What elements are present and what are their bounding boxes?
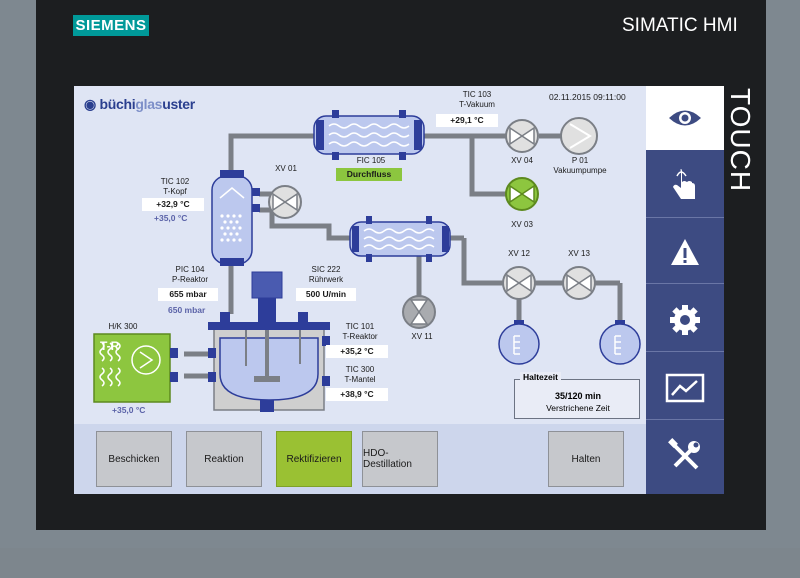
tic101-value[interactable]: +35,2 °C	[326, 345, 388, 358]
valve-xv11[interactable]	[402, 295, 436, 329]
xv12-tag: XV 12	[508, 249, 530, 258]
receiver-flask-2	[599, 320, 641, 365]
tic101-name: T-Reaktor	[342, 332, 378, 341]
pic104-name: P-Reaktor	[171, 275, 208, 284]
sic222-value[interactable]: 500 U/min	[296, 288, 356, 301]
sidebar-item-settings[interactable]	[646, 288, 724, 352]
valve-xv03[interactable]	[505, 177, 539, 211]
touch-tab	[724, 88, 757, 186]
sidebar-item-alarms[interactable]	[646, 220, 724, 284]
trend-chart-icon	[665, 373, 705, 402]
beschicken-button[interactable]: Beschicken	[96, 431, 172, 487]
xv03-tag: XV 03	[511, 220, 533, 229]
valve-xv12[interactable]	[502, 266, 536, 300]
hk300-tag: H/K 300	[108, 322, 138, 331]
vacuum-pump-p01[interactable]	[560, 117, 598, 155]
holdtime-value: 35/120 min	[554, 391, 602, 401]
pic104-setpoint[interactable]: 650 mbar	[168, 305, 206, 315]
nav-sidebar	[646, 86, 724, 494]
eye-icon	[669, 110, 701, 126]
halten-button[interactable]: Halten	[548, 431, 624, 487]
warning-icon	[671, 238, 699, 265]
tic102-name: T-Kopf	[163, 187, 187, 196]
pid-graphic: T-R	[93, 110, 641, 412]
sidebar-item-manual[interactable]	[646, 154, 724, 218]
process-diagram: T-R	[74, 86, 646, 424]
tic300-value[interactable]: +38,9 °C	[326, 388, 388, 401]
reactor-vessel	[208, 271, 330, 412]
tic102-tag: TIC 102	[160, 177, 190, 186]
tic300-name: T-Mantel	[344, 375, 376, 384]
sidebar-item-service[interactable]	[646, 424, 724, 488]
hdo-destillation-button[interactable]: HDO-Destillation	[362, 431, 438, 487]
tic101-tag: TIC 101	[345, 322, 375, 331]
touch-hand-icon	[673, 168, 695, 199]
sidebar-item-overview[interactable]	[646, 86, 724, 150]
sic222-name: Rührwerk	[308, 275, 344, 284]
siemens-logo: SIEMENS	[73, 15, 149, 36]
heat-cool-unit: T-R	[93, 333, 178, 403]
panel-bottom-edge	[0, 548, 800, 578]
tic300-tag: TIC 300	[345, 365, 375, 374]
xv01-tag: XV 01	[275, 164, 297, 173]
xv04-tag: XV 04	[511, 156, 533, 165]
pic104-tag: PIC 104	[175, 265, 205, 274]
reaktion-button[interactable]: Reaktion	[186, 431, 262, 487]
holdtime-title: Haltezeit	[520, 372, 561, 382]
valve-xv01[interactable]	[268, 185, 302, 219]
tic103-value[interactable]: +29,1 °C	[436, 114, 498, 127]
p01-tag: P 01	[571, 156, 589, 165]
hk300-unit-label: T-R	[100, 339, 120, 353]
condenser-fic105	[313, 110, 425, 160]
buechiglas-uster-logo: ◉ büchiglasuster	[84, 96, 195, 112]
touch-label: TOUCH	[725, 88, 756, 193]
tic102-value[interactable]: +32,9 °C	[142, 198, 204, 211]
heat-exchanger-mid	[349, 216, 451, 262]
fic105-tag: FIC 105	[356, 156, 386, 165]
hk300-setpoint[interactable]: +35,0 °C	[112, 405, 146, 415]
panel-right-edge	[766, 0, 800, 548]
p01-name: Vakuumpumpe	[553, 166, 607, 175]
column-tic102	[211, 170, 260, 266]
xv13-tag: XV 13	[568, 249, 590, 258]
panel-left-edge	[0, 0, 36, 548]
receiver-flask-1	[498, 320, 540, 365]
rektifizieren-button[interactable]: Rektifizieren	[276, 431, 352, 487]
simatic-hmi-label: SIMATIC HMI	[622, 15, 738, 36]
hmi-screen: T-R	[74, 86, 724, 494]
tic103-tag: TIC 103	[462, 90, 492, 99]
sic222-tag: SIC 222	[311, 265, 341, 274]
tools-icon	[668, 438, 700, 470]
holdtime-panel: Haltezeit 35/120 min Verstrichene Zeit	[514, 372, 640, 419]
datetime-display: 02.11.2015 09:11:00	[549, 92, 626, 102]
valve-xv13[interactable]	[562, 266, 596, 300]
xv11-tag: XV 11	[411, 332, 433, 341]
sidebar-item-trends[interactable]	[646, 356, 724, 420]
tic103-name: T-Vakuum	[459, 100, 495, 109]
valve-xv04[interactable]	[505, 119, 539, 153]
pic104-value[interactable]: 655 mbar	[158, 288, 218, 301]
tic102-setpoint[interactable]: +35,0 °C	[154, 213, 188, 223]
holdtime-subtitle: Verstrichene Zeit	[546, 403, 610, 413]
gear-icon	[670, 304, 700, 335]
fic105-status-badge[interactable]: Durchfluss	[336, 168, 402, 181]
